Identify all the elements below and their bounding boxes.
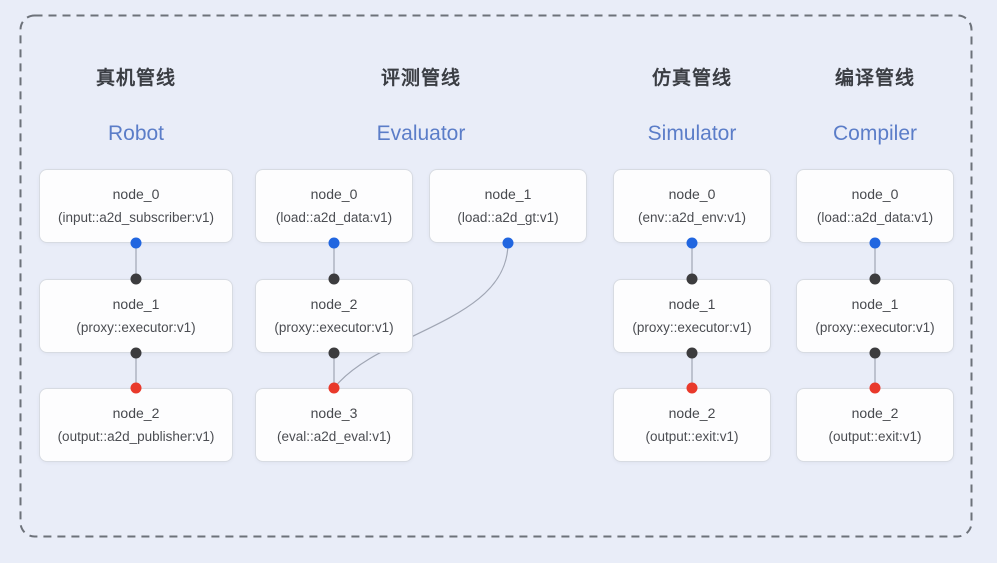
port-output-black-simulator-node_1 <box>686 347 698 359</box>
node-box-robot-node_2: node_2 (output::a2d_publisher:v1) <box>39 388 233 462</box>
port-input-black-evaluator-node_2 <box>328 273 340 285</box>
node-type: (env::a2d_env:v1) <box>637 210 747 225</box>
port-output-blue-robot-node_0 <box>130 237 142 249</box>
pipeline-title-en-simulator: Simulator <box>647 122 737 145</box>
node-type: (proxy::executor:v1) <box>815 320 935 335</box>
port-input-red-compiler-node_2 <box>869 382 881 394</box>
pipeline-title-en-compiler: Compiler <box>832 122 918 145</box>
node-type: (output::exit:v1) <box>645 429 739 444</box>
port-output-blue-evaluator-node_0 <box>328 237 340 249</box>
port-output-black-compiler-node_1 <box>869 347 881 359</box>
node-name: node_2 <box>668 405 716 421</box>
edge-evaluator-node1-node3-curve <box>333 242 509 389</box>
node-type: (proxy::executor:v1) <box>274 320 394 335</box>
node-box-evaluator-node_1: node_1 (load::a2d_gt:v1) <box>429 169 587 243</box>
node-name: node_0 <box>851 186 899 202</box>
node-type: (output::a2d_publisher:v1) <box>57 429 215 444</box>
node-type: (proxy::executor:v1) <box>632 320 752 335</box>
port-output-blue-evaluator-node_1 <box>502 237 514 249</box>
port-output-black-robot-node_1 <box>130 347 142 359</box>
node-type: (load::a2d_data:v1) <box>275 210 393 225</box>
node-name: node_2 <box>851 405 899 421</box>
port-input-black-robot-node_1 <box>130 273 142 285</box>
node-type: (load::a2d_gt:v1) <box>457 210 559 225</box>
node-name: node_2 <box>112 405 160 421</box>
node-name: node_1 <box>112 296 160 312</box>
pipeline-title-cn-robot: 真机管线 <box>95 68 176 89</box>
node-type: (output::exit:v1) <box>828 429 922 444</box>
node-box-robot-node_0: node_0 (input::a2d_subscriber:v1) <box>39 169 233 243</box>
node-box-evaluator-node_3: node_3 (eval::a2d_eval:v1) <box>255 388 413 462</box>
node-box-evaluator-node_2: node_2 (proxy::executor:v1) <box>255 279 413 353</box>
node-box-simulator-node_2: node_2 (output::exit:v1) <box>613 388 771 462</box>
pipeline-title-cn-evaluator: 评测管线 <box>380 68 461 89</box>
node-type: (proxy::executor:v1) <box>76 320 196 335</box>
port-input-black-compiler-node_1 <box>869 273 881 285</box>
port-output-blue-simulator-node_0 <box>686 237 698 249</box>
node-box-simulator-node_1: node_1 (proxy::executor:v1) <box>613 279 771 353</box>
node-box-compiler-node_1: node_1 (proxy::executor:v1) <box>796 279 954 353</box>
node-type: (input::a2d_subscriber:v1) <box>57 210 215 225</box>
node-name: node_0 <box>310 186 358 202</box>
dashed-frame <box>19 14 973 538</box>
node-name: node_1 <box>851 296 899 312</box>
node-box-evaluator-node_0: node_0 (load::a2d_data:v1) <box>255 169 413 243</box>
node-name: node_2 <box>310 296 358 312</box>
node-type: (load::a2d_data:v1) <box>816 210 934 225</box>
node-box-simulator-node_0: node_0 (env::a2d_env:v1) <box>613 169 771 243</box>
port-input-red-simulator-node_2 <box>686 382 698 394</box>
pipeline-title-en-robot: Robot <box>107 122 165 145</box>
pipeline-title-cn-compiler: 编译管线 <box>834 68 915 89</box>
node-name: node_3 <box>310 405 358 421</box>
port-input-red-robot-node_2 <box>130 382 142 394</box>
node-box-compiler-node_0: node_0 (load::a2d_data:v1) <box>796 169 954 243</box>
node-box-compiler-node_2: node_2 (output::exit:v1) <box>796 388 954 462</box>
port-input-black-simulator-node_1 <box>686 273 698 285</box>
node-name: node_0 <box>112 186 160 202</box>
pipeline-title-cn-simulator: 仿真管线 <box>651 68 732 89</box>
node-name: node_1 <box>668 296 716 312</box>
node-name: node_1 <box>484 186 532 202</box>
node-box-robot-node_1: node_1 (proxy::executor:v1) <box>39 279 233 353</box>
port-output-black-evaluator-node_2 <box>328 347 340 359</box>
node-type: (eval::a2d_eval:v1) <box>276 429 392 444</box>
port-input-red-evaluator-node_3 <box>328 382 340 394</box>
port-output-blue-compiler-node_0 <box>869 237 881 249</box>
node-name: node_0 <box>668 186 716 202</box>
pipeline-title-en-evaluator: Evaluator <box>376 122 466 145</box>
